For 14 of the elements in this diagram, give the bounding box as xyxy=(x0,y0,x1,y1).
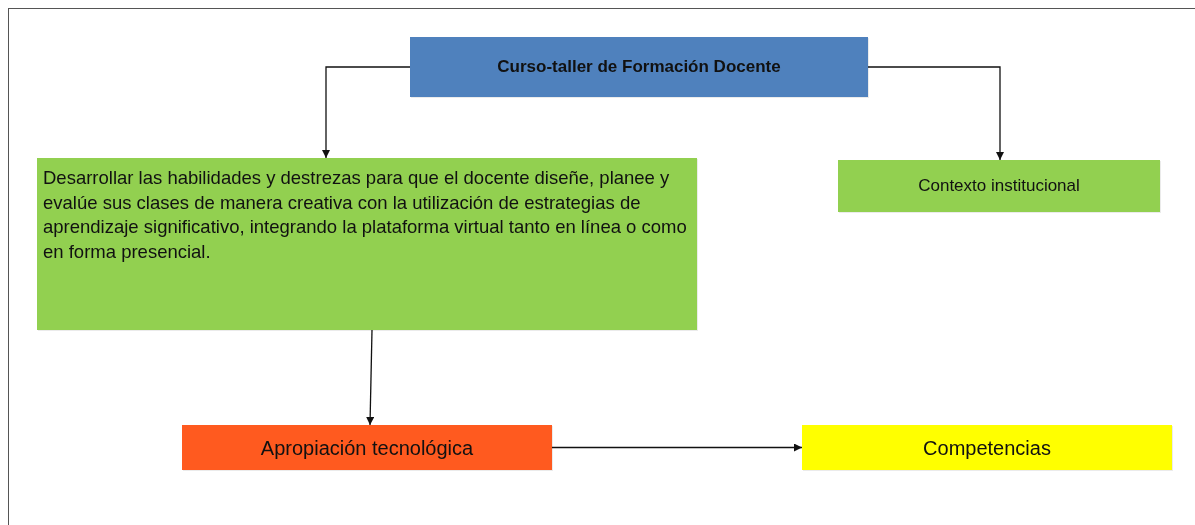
title-box xyxy=(410,37,868,97)
box-label: Competencias xyxy=(923,435,1051,460)
box-label: Apropiación tecnológica xyxy=(260,435,474,460)
arrow xyxy=(867,66,1004,161)
box-label: Desarrollar las habilidades y destrezas para que el docente diseñe, planee y evalúe sus clases de manera creativa con la utilización de estrategias de aprendizaje significativo, integrando la plataforma virtual tanto en línea o como en forma presencial. xyxy=(43,166,688,264)
box-label: Contexto institucional xyxy=(918,175,1080,197)
arrow xyxy=(322,66,411,159)
arrow xyxy=(366,329,375,426)
arrow xyxy=(551,443,803,452)
objective-box xyxy=(37,158,697,330)
process-box xyxy=(182,425,552,470)
process-box xyxy=(802,425,1172,470)
process-box xyxy=(838,160,1160,212)
box-label: Curso-taller de Formación Docente xyxy=(497,56,781,78)
